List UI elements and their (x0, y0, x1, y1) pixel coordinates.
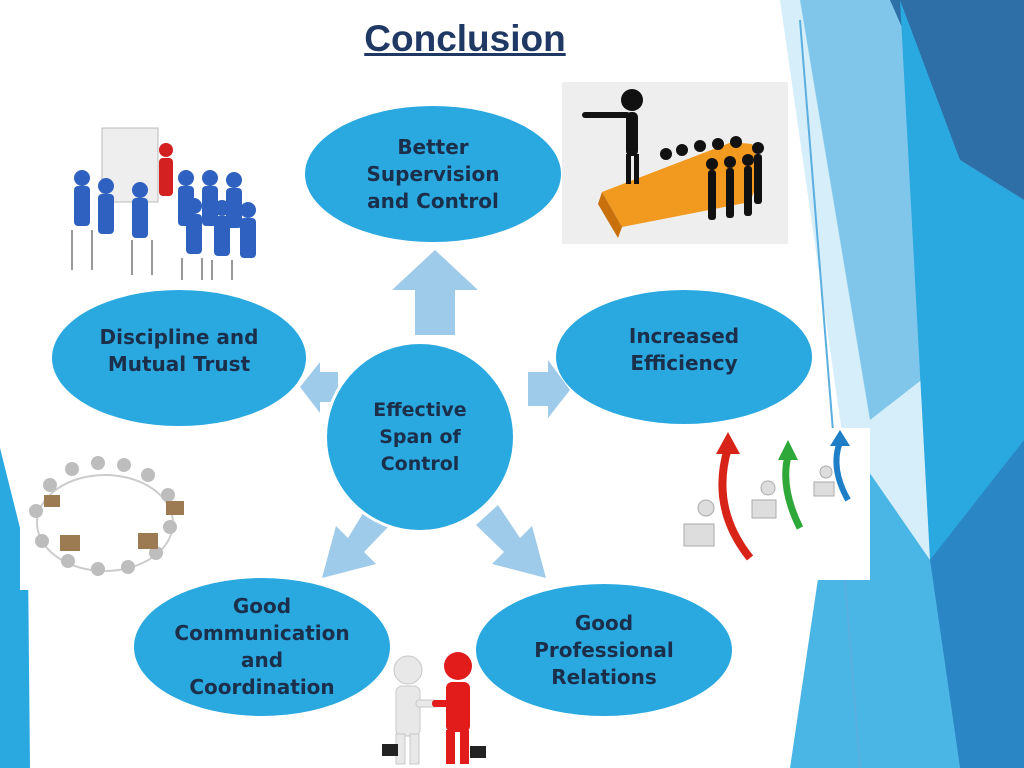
slide-title: Conclusion (364, 18, 566, 59)
node-good-communication-label: Good Communication and Coordination (174, 594, 350, 699)
arrow-left (300, 362, 338, 413)
center-node-label: Effective Span of Control (373, 398, 467, 475)
node-better-supervision: Better Supervision and Control (305, 106, 561, 242)
presentation-audience-image (62, 120, 262, 285)
people-circle-boxes-image (20, 445, 190, 590)
right-facet-deep (930, 440, 1024, 768)
node-good-professional-relations: Good Professional Relations (476, 584, 732, 716)
node-increased-efficiency: Increased Efficiency (556, 290, 812, 424)
leader-pointing-team-image (562, 82, 788, 244)
right-facet-dark (890, 0, 1024, 200)
growth-arrows-image (680, 428, 870, 580)
node-increased-efficiency-label: Increased Efficiency (628, 324, 740, 375)
node-discipline-trust-label: Discipline and Mutual Trust (99, 325, 259, 376)
node-good-communication: Good Communication and Coordination (134, 578, 390, 716)
handshake-image (378, 648, 490, 768)
node-good-professional-relations-label: Good Professional Relations (534, 610, 674, 689)
left-edge-stripe (0, 448, 30, 768)
arrow-down-left (322, 505, 390, 578)
right-facet-line (799, 19, 861, 768)
arrow-down-right (476, 505, 546, 578)
arrow-right (528, 360, 570, 418)
arrow-up (392, 250, 478, 335)
center-node-effective-span: Effective Span of Control (324, 341, 516, 533)
node-discipline-trust: Discipline and Mutual Trust (52, 290, 306, 426)
node-better-supervision-label: Better Supervision and Control (366, 134, 500, 213)
